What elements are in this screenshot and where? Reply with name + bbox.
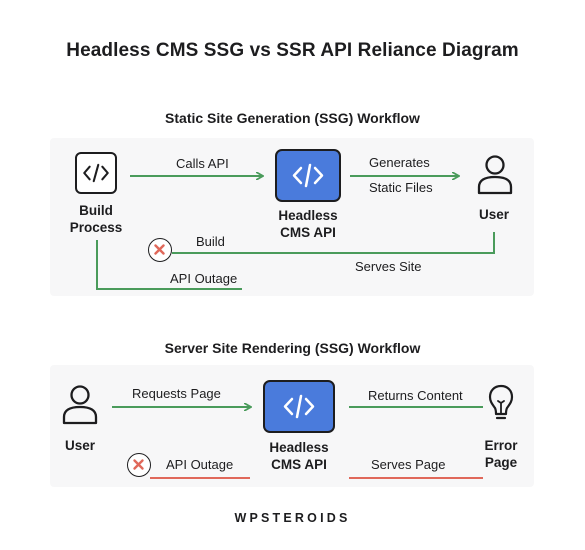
generates-label: Generates — [369, 155, 430, 170]
brand-logo: WPSTEROIDS — [234, 511, 351, 525]
ssg-user-label: User — [478, 207, 510, 222]
calls-api-label: Calls API — [176, 156, 229, 171]
error-page-label: Error Page — [484, 438, 518, 470]
user-icon — [62, 385, 98, 425]
ssg-heading: Static Site Generation (SSG) Workflow — [165, 110, 420, 126]
returns-content-label: Returns Content — [368, 388, 463, 403]
ssr-headless-api-node — [263, 380, 335, 433]
diagram-title: Headless CMS SSG vs SSR API Reliance Dia… — [66, 40, 519, 61]
code-icon — [83, 163, 109, 183]
requests-page-label: Requests Page — [132, 386, 221, 401]
ssg-headless-api-node — [275, 149, 341, 202]
ssr-heading: Server Site Rendering (SSG) Workflow — [164, 340, 421, 356]
ssr-api-outage-label: API Outage — [166, 457, 234, 472]
user-icon — [477, 155, 513, 195]
build-label: Build — [196, 234, 225, 249]
ssg-headless-api-label: Headless CMS API — [278, 208, 338, 240]
ssr-user-label: User — [64, 438, 96, 453]
code-icon — [292, 163, 324, 188]
build-process-node — [75, 152, 117, 194]
code-icon — [283, 394, 315, 419]
serves-site-label: Serves Site — [355, 259, 422, 274]
ssr-headless-api-label: Headless CMS API — [269, 440, 329, 472]
build-process-label: Build Process — [69, 203, 123, 235]
ssg-api-outage-line — [96, 240, 242, 290]
error-x-icon — [127, 453, 151, 477]
ssg-api-outage-label: API Outage — [170, 271, 238, 286]
lightbulb-icon — [488, 384, 514, 420]
serves-page-label: Serves Page — [371, 457, 446, 472]
static-files-label: Static Files — [369, 180, 433, 195]
ssg-serves-site-line — [172, 232, 495, 254]
error-x-icon — [148, 238, 172, 262]
